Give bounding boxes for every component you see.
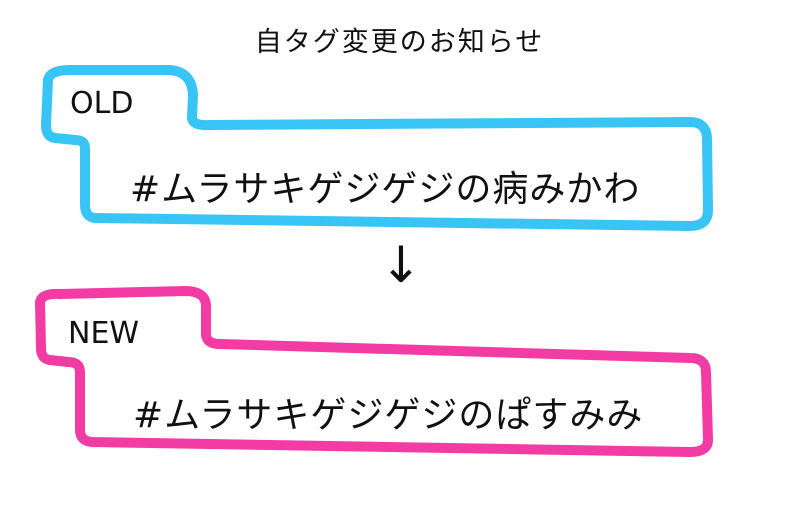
page-title: 自タグ変更のお知らせ: [254, 27, 545, 58]
old-label: OLD: [70, 86, 134, 121]
old-box-outline: [41, 65, 713, 231]
old-tag-text: #ムラサキゲジゲジの病みかわ: [130, 169, 641, 210]
down-arrow-icon: ↓: [380, 236, 422, 294]
new-box-outline: [35, 286, 713, 457]
new-tag-text: #ムラサキゲジゲジのぱすみみ: [133, 395, 644, 436]
new-label: NEW: [68, 316, 140, 351]
